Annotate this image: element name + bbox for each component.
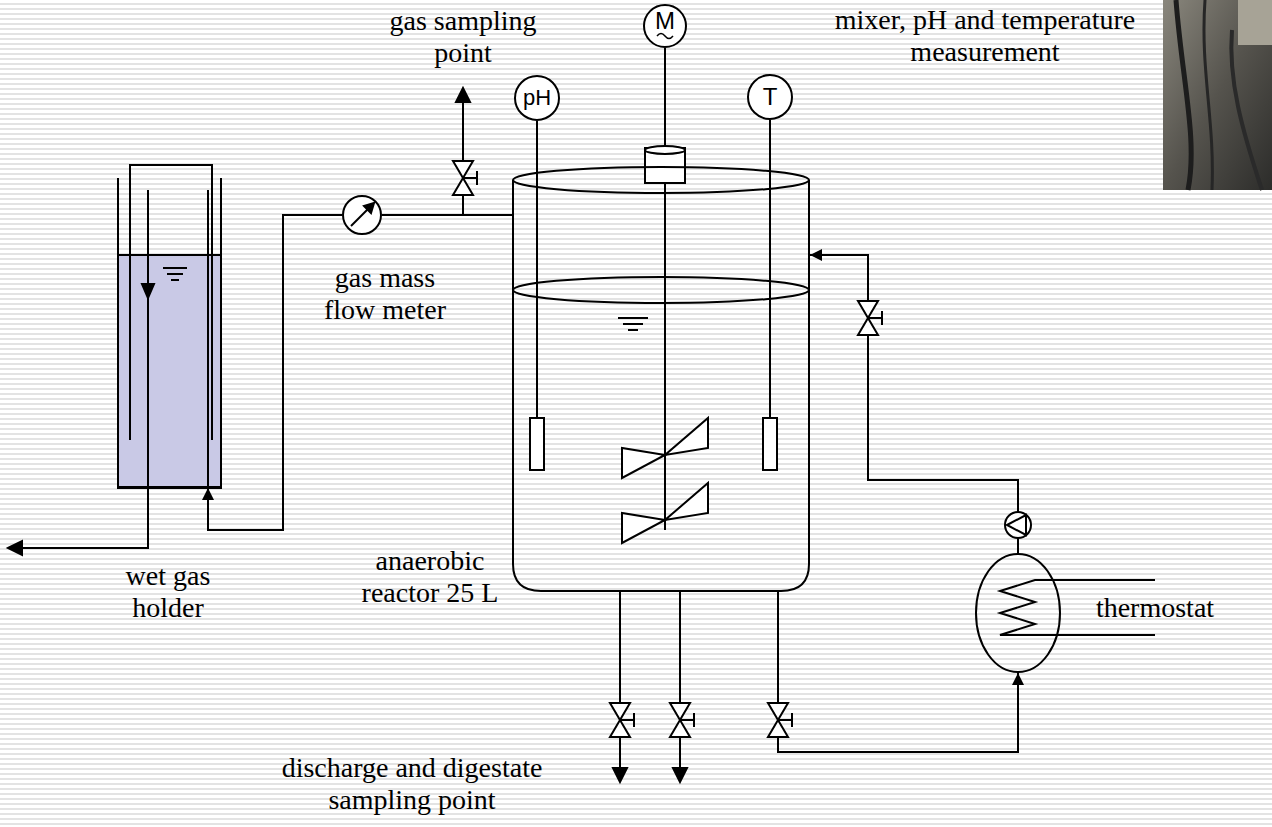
temperature-sensor-circle: T — [747, 74, 793, 120]
pipe-connector — [208, 215, 342, 530]
water-level-symbol — [171, 279, 179, 281]
photo-cable — [1176, 0, 1191, 190]
exchanger-outline — [976, 554, 1060, 672]
discharge-pipe — [619, 592, 621, 770]
ph-probe-rod — [536, 166, 538, 418]
mixer-motor-circle: M — [643, 4, 687, 48]
valve-handle — [620, 713, 634, 727]
ph-probe — [530, 418, 544, 470]
water-level-symbol — [163, 267, 187, 269]
shape-outline — [343, 196, 381, 234]
node-text: M — [655, 7, 675, 35]
photo-cable — [1204, 0, 1212, 190]
impeller-blade — [622, 513, 665, 543]
water-level-symbol — [618, 317, 648, 319]
valve-symbol — [453, 161, 477, 195]
water-level-symbol — [167, 273, 183, 275]
shape-outline — [515, 76, 559, 120]
gas-inlet-pipe — [207, 190, 209, 488]
discharge-pipe — [679, 592, 681, 770]
pipe-connector — [778, 592, 1018, 752]
label-holder: gas sampling point — [368, 5, 558, 69]
temperature-probe-rod — [769, 166, 771, 418]
motor-wave-symbol — [657, 34, 673, 39]
shape-outline — [118, 165, 221, 487]
gas-outlet-pipe — [20, 190, 148, 548]
sampling-pipe — [462, 100, 464, 215]
circle-outline — [748, 75, 792, 119]
temperature-probe — [763, 418, 777, 470]
label-holder: gas mass flow meter — [310, 262, 460, 326]
wet-gas-holder: wet gas holder — [105, 160, 233, 488]
holder-bell — [130, 165, 212, 440]
node-text: wet gas holder — [113, 560, 223, 624]
measurement-label: mixer, pH and temperature measurement — [790, 4, 1180, 68]
label-holder: anaerobic reactor 25 L — [355, 545, 505, 609]
pipe-connector — [382, 214, 512, 216]
label-holder: thermostat — [1080, 592, 1230, 624]
node-shape — [105, 160, 233, 488]
valve-symbol — [858, 301, 882, 335]
meter-needle-head — [364, 203, 374, 213]
node-text: thermostat — [1080, 592, 1230, 624]
label-holder: mixer, pH and temperature measurement — [790, 4, 1180, 68]
node-text: gas mass flow meter — [310, 262, 460, 326]
liquid-level — [513, 277, 809, 303]
pump-symbol — [1005, 512, 1031, 538]
shape-outline — [976, 554, 1060, 672]
sampling-point-label: gas sampling point — [368, 5, 558, 69]
reactor-wall — [513, 180, 809, 591]
impeller-blade — [665, 483, 708, 520]
valve-symbol — [670, 703, 694, 737]
shape-outline — [644, 5, 686, 47]
anaerobic-reactor: anaerobic reactor 25 L — [512, 166, 810, 592]
mixer-shaft — [664, 183, 666, 530]
node-shape — [512, 166, 810, 592]
ph-sensor-circle: pH — [514, 75, 560, 121]
valve-handle — [680, 713, 694, 727]
circle-outline — [343, 196, 381, 234]
node-text: anaerobic reactor 25 L — [355, 545, 505, 609]
arrow-head — [613, 768, 627, 782]
motor-housing-top — [645, 146, 685, 154]
pipe-connector — [810, 255, 1018, 553]
impeller-blade — [622, 448, 665, 478]
arrow-head — [673, 768, 687, 782]
circle-outline — [515, 76, 559, 120]
valve-symbol — [610, 703, 634, 737]
valve-handle — [778, 713, 792, 727]
shape-outline — [513, 167, 809, 591]
thermostat-exchanger: thermostat — [975, 553, 1061, 673]
pipe-connector — [769, 120, 771, 166]
valve-handle — [868, 311, 882, 325]
label-holder: discharge and digestate sampling point — [252, 752, 572, 816]
arrow-head — [8, 541, 22, 555]
circle-outline — [644, 5, 686, 47]
photo-cable — [1231, 30, 1262, 190]
valve-symbol — [768, 703, 792, 737]
valve-handle — [463, 171, 477, 185]
water-level-symbol — [623, 323, 643, 325]
discharge-label: discharge and digestate sampling point — [252, 752, 572, 816]
node-text: T — [763, 83, 778, 111]
gas-flow-meter: gas mass flow meter — [342, 195, 382, 235]
node-text: pH — [523, 85, 551, 110]
shape-outline — [748, 75, 792, 119]
pipe-connector — [536, 121, 538, 166]
arrow-head — [456, 88, 470, 102]
node-shape — [975, 553, 1061, 673]
reactor-top — [513, 167, 809, 193]
pump-triangle — [1007, 515, 1026, 535]
water-fill — [118, 255, 221, 488]
impeller-blade — [665, 418, 708, 455]
water-level-symbol — [628, 329, 638, 331]
label-holder: wet gas holder — [113, 560, 223, 624]
photo-fragment — [1163, 0, 1272, 190]
photo-highlight — [1238, 0, 1272, 45]
arrow-head — [142, 284, 154, 298]
holder-vessel — [118, 178, 221, 487]
node-shape — [342, 195, 382, 235]
photo-background — [1163, 0, 1272, 190]
